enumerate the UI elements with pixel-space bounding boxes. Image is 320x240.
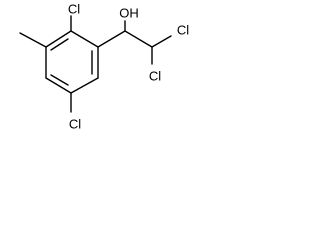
bond-ring-c4-c5	[45, 77, 72, 94]
bond-ring-c5-c6	[70, 77, 99, 94]
bond-c3-methyl	[19, 32, 47, 48]
ring-bonds	[45, 30, 99, 94]
bond-chain-chcl2	[124, 30, 153, 48]
atom-cl-top: Cl	[68, 2, 80, 17]
substituent-bonds	[19, 15, 172, 113]
atom-cl-right-top: Cl	[177, 23, 189, 38]
bond-ring-c1-c2	[70, 30, 99, 48]
bond-chcl2-cl-top	[151, 35, 172, 48]
bond-ring-c2-c3	[45, 30, 72, 48]
atom-cl-bottom: Cl	[69, 117, 81, 132]
atom-labels: Cl OH Cl Cl Cl	[68, 2, 189, 132]
structure-diagram: Cl OH Cl Cl Cl	[19, 2, 189, 132]
atom-oh: OH	[119, 6, 139, 21]
bond-c1-chain	[97, 30, 126, 48]
bond-ring-c2-c3-inner	[50, 38, 69, 51]
bond-ring-c4-c5-inner	[50, 74, 69, 86]
atom-cl-right-bottom: Cl	[149, 69, 161, 84]
